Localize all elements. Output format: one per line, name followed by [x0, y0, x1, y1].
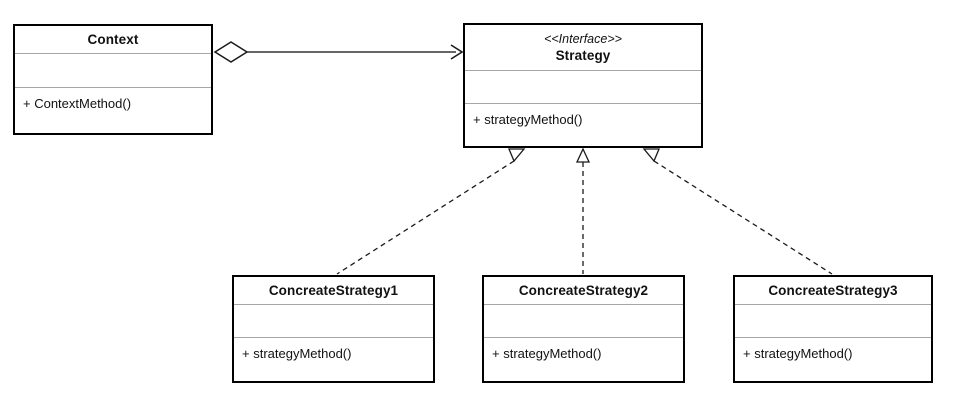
method-label: + ContextMethod() — [23, 96, 132, 111]
class-name-label: Context — [87, 32, 139, 47]
realization-connector-2 — [575, 147, 591, 274]
class-title: Context — [15, 26, 211, 54]
class-title: ConcreateStrategy1 — [234, 277, 433, 305]
methods-section: + strategyMethod() — [465, 104, 701, 146]
attributes-section — [234, 305, 433, 338]
stereotype-label: <<Interface>> — [544, 32, 622, 47]
methods-section: + strategyMethod() — [234, 338, 433, 381]
realization-line-3 — [653, 160, 833, 275]
methods-section: + strategyMethod() — [484, 338, 683, 381]
class-name-label: ConcreateStrategy1 — [268, 283, 399, 298]
realization-triangle-icon — [575, 147, 591, 163]
methods-section: + strategyMethod() — [735, 338, 931, 381]
method-label: + strategyMethod() — [242, 346, 352, 361]
class-name-label: ConcreateStrategy2 — [518, 283, 649, 298]
class-name-label: Strategy — [555, 47, 611, 63]
aggregation-diamond-icon — [213, 41, 249, 63]
attributes-section — [15, 54, 211, 88]
realization-line-1 — [336, 160, 515, 275]
class-box-concrete-strategy-2: ConcreateStrategy2 + strategyMethod() — [482, 275, 685, 383]
attributes-section — [484, 305, 683, 338]
class-title: <<Interface>> Strategy — [465, 25, 701, 71]
attributes-section — [735, 305, 931, 338]
realization-connector-3 — [642, 148, 833, 275]
attributes-section — [465, 71, 701, 104]
class-box-strategy: <<Interface>> Strategy + strategyMethod(… — [463, 23, 703, 148]
realization-triangle-icon — [508, 148, 526, 163]
realization-connector-1 — [336, 148, 526, 275]
method-label: + strategyMethod() — [492, 346, 602, 361]
class-box-concrete-strategy-3: ConcreateStrategy3 + strategyMethod() — [733, 275, 933, 383]
class-box-context: Context + ContextMethod() — [13, 24, 213, 135]
method-label: + strategyMethod() — [473, 112, 583, 127]
open-arrowhead-icon — [450, 44, 464, 60]
class-title: ConcreateStrategy2 — [484, 277, 683, 305]
class-title: ConcreateStrategy3 — [735, 277, 931, 305]
class-box-concrete-strategy-1: ConcreateStrategy1 + strategyMethod() — [232, 275, 435, 383]
method-label: + strategyMethod() — [743, 346, 853, 361]
aggregation-connector — [213, 41, 464, 63]
class-name-label: ConcreateStrategy3 — [768, 283, 898, 298]
realization-triangle-icon — [642, 148, 660, 163]
methods-section: + ContextMethod() — [15, 88, 211, 133]
